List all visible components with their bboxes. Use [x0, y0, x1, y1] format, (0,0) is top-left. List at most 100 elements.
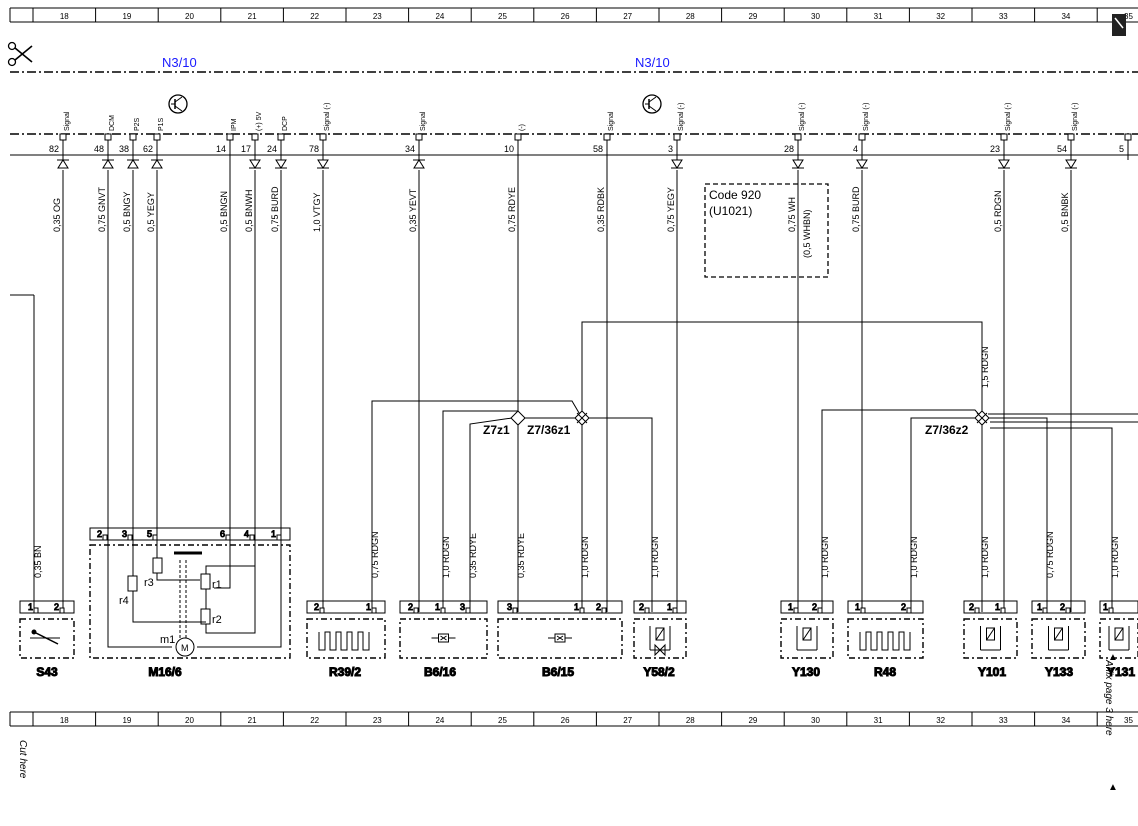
signal-out-arrow-icon — [856, 159, 868, 169]
pin-connector — [514, 133, 522, 141]
component-name: Y131 — [1107, 665, 1135, 679]
pin-number: 10 — [504, 144, 514, 154]
ruler-column-label: 31 — [874, 12, 883, 21]
pin-connector — [858, 133, 866, 141]
component-name: Y58/2 — [643, 665, 675, 679]
ruler-column-label: 22 — [310, 12, 319, 21]
m166-part-m1: m1 — [160, 634, 175, 646]
pin-number: 82 — [49, 144, 59, 154]
component-name: M16/6 — [148, 665, 182, 679]
m166-part-r1: r1 — [212, 579, 222, 591]
pin-signal-label: Signal (-) — [324, 103, 331, 131]
component-pin-number: 1 — [1103, 602, 1108, 612]
pin-wire-label: 0,5 RDGN — [993, 190, 1003, 232]
pin-wire-label: 0,35 OG — [52, 198, 62, 232]
pin-connector — [251, 133, 259, 141]
ruler-column-label: 28 — [686, 716, 695, 725]
ruler-column-label: 29 — [748, 12, 757, 21]
signal-out-arrow-icon — [792, 159, 804, 169]
component-name: B6/16 — [424, 665, 456, 679]
transistor-icon — [168, 94, 188, 114]
wire-label-b616a: 1,0 RDGN — [441, 536, 451, 578]
module-label-left: N3/10 — [162, 55, 197, 70]
component-pin-number: 2 — [969, 602, 974, 612]
pin-number: 54 — [1057, 144, 1067, 154]
pin-number: 23 — [990, 144, 1000, 154]
pin-signal-label: P2S — [134, 117, 141, 131]
code-box-line2: (U1021) — [709, 204, 752, 218]
ruler-column-label: 28 — [686, 12, 695, 21]
component-pin-number: 1 — [271, 529, 276, 539]
pin-connector — [415, 133, 423, 141]
splice-z736z1: Z7/36z1 — [527, 410, 590, 437]
wire-label-y101: 1,0 RDGN — [980, 536, 990, 578]
signal-out-arrow-icon — [317, 159, 329, 169]
ruler-column-label: 31 — [874, 716, 883, 725]
pin-number: 38 — [119, 144, 129, 154]
pin-signal-label: P1S — [158, 117, 165, 131]
pin-connector — [129, 133, 137, 141]
ruler-column-label: 34 — [1061, 716, 1070, 725]
ruler-column-label: 25 — [498, 716, 507, 725]
pin-number: 17 — [241, 144, 251, 154]
component-pin-number: 1 — [788, 602, 793, 612]
component-pin-number: 2 — [408, 602, 413, 612]
component-pin-number: 2 — [639, 602, 644, 612]
pin-signal-label: (-) — [519, 124, 526, 131]
signal-in-arrow-icon — [413, 159, 425, 169]
ruler-column-label: 32 — [936, 716, 945, 725]
ruler-column-label: 18 — [60, 716, 69, 725]
pin-wire-label: 0,5 BNGY — [122, 191, 132, 232]
ruler-column-label: 27 — [623, 12, 632, 21]
ruler-column-label: 26 — [561, 716, 570, 725]
component-name: S43 — [36, 665, 58, 679]
code-920-box: Code 920 (U1021) (0,5 WHBN) — [704, 183, 829, 278]
pin-connector — [1000, 133, 1008, 141]
pin-wire-label: 0,35 RDBK — [596, 187, 606, 232]
wires — [62, 155, 1138, 612]
wire-label-b615a: 0,35 RDYE — [516, 533, 526, 578]
wire-label-y133: 0,75 RDGN — [1045, 531, 1055, 578]
ruler-column-label: 24 — [435, 12, 444, 21]
wire-label-15rdgn: 1,5 RDGN — [980, 346, 990, 388]
component-pin-number: 1 — [574, 602, 579, 612]
affix-arrow-icon: ▲ — [1108, 652, 1118, 663]
ruler-column-label: 19 — [122, 716, 131, 725]
pin-wire-label: 0,5 BNBK — [1060, 192, 1070, 232]
pin-number: 78 — [309, 144, 319, 154]
pin-signal-label: Signal (-) — [1005, 103, 1012, 131]
pin-signal-label: Signal — [64, 111, 71, 131]
pin-signal-label: (+) 5V — [256, 111, 263, 131]
pin-signal-label: IPM — [231, 118, 238, 131]
pin-connector — [319, 133, 327, 141]
component-name: R39/2 — [329, 665, 361, 679]
pin-number: 24 — [267, 144, 277, 154]
code-box-line1: Code 920 — [709, 188, 761, 202]
wire-label-b616b: 0,35 RDYE — [468, 533, 478, 578]
ruler-column-label: 20 — [185, 12, 194, 21]
pin-connector — [1067, 133, 1075, 141]
pin-wire-label: 0,75 WH — [787, 197, 797, 232]
ruler-column-label: 35 — [1124, 716, 1133, 725]
ruler-column-label: 34 — [1061, 12, 1070, 21]
component-pin-number: 1 — [995, 602, 1000, 612]
signal-out-arrow-icon — [1065, 159, 1077, 169]
ruler-column-label: 23 — [373, 12, 382, 21]
pin-signal-label: DCM — [109, 115, 116, 131]
ruler-column-label: 21 — [248, 12, 257, 21]
pin-number: 58 — [593, 144, 603, 154]
signal-in-arrow-icon — [151, 159, 163, 169]
component-name: Y101 — [978, 665, 1006, 679]
pin-connector — [59, 133, 67, 141]
pin-wire-label: 0,35 YEVT — [408, 188, 418, 232]
ruler-column-label: 25 — [498, 12, 507, 21]
pin-number: 3 — [668, 144, 673, 154]
